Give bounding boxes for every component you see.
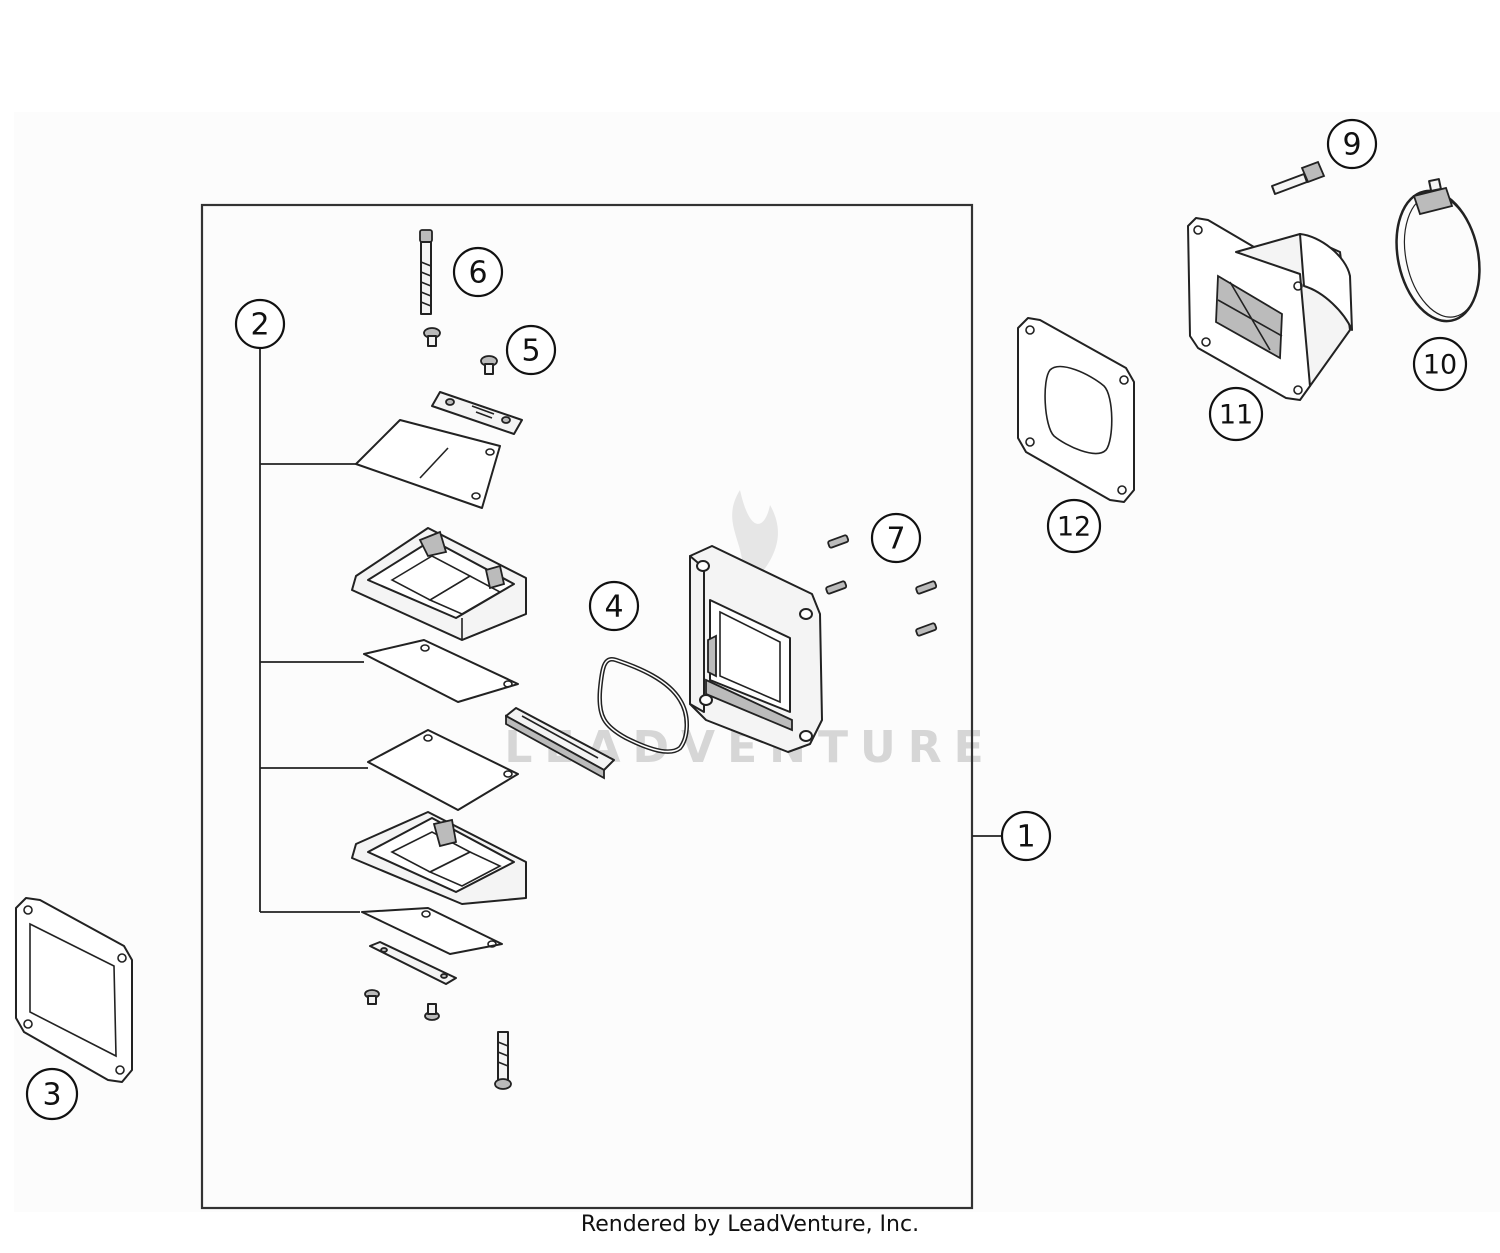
gasket-right [1017, 317, 1135, 503]
bolt [1271, 160, 1326, 195]
reed-valve-housing [689, 545, 823, 753]
callout-5[interactable]: 5 [505, 324, 557, 376]
reed-block-top [351, 527, 527, 641]
reed-petal-middle [363, 639, 519, 703]
callout-3[interactable]: 3 [25, 1067, 79, 1121]
callout-10-label: 10 [1423, 350, 1457, 381]
footer-credit: Rendered by LeadVenture, Inc. [580, 1212, 920, 1237]
screw-7c [915, 580, 938, 595]
callout-9-label: 9 [1342, 128, 1361, 163]
callout-1[interactable]: 1 [1000, 810, 1052, 862]
gasket-left [15, 897, 133, 1083]
callout-6-label: 6 [468, 256, 487, 291]
screw-7a [827, 534, 850, 549]
callout-11-label: 11 [1219, 400, 1253, 431]
screw-7b [825, 580, 848, 595]
callout-12-label: 12 [1057, 512, 1091, 543]
reed-petal-top [355, 419, 501, 509]
callout-9[interactable]: 9 [1326, 118, 1378, 170]
seal-ring [597, 657, 689, 754]
reed-petal-bottom [361, 907, 503, 955]
intake-flange [1187, 217, 1353, 401]
callout-10[interactable]: 10 [1412, 336, 1468, 392]
screw-long-top [419, 229, 433, 315]
small-screw-bottom-a [364, 989, 380, 1005]
callout-2[interactable]: 2 [234, 298, 286, 350]
callout-3-label: 3 [42, 1078, 61, 1113]
assembly-frame [200, 203, 974, 1210]
callout-5-label: 5 [521, 334, 540, 369]
callout-12[interactable]: 12 [1046, 498, 1102, 554]
small-screw-5a [423, 327, 441, 347]
small-screw-5b [480, 355, 498, 375]
callout-7[interactable]: 7 [870, 512, 922, 564]
reed-stopper-plate-bottom [369, 941, 457, 985]
leader-2 [259, 346, 368, 913]
screw-7d [915, 622, 938, 637]
reed-block-bottom [351, 811, 527, 905]
callout-7-label: 7 [886, 522, 905, 557]
spacer-bar [505, 707, 615, 780]
callout-4[interactable]: 4 [588, 580, 640, 632]
callout-6[interactable]: 6 [452, 246, 504, 298]
reed-stopper-plate-top [431, 391, 523, 435]
small-screw-bottom-b [424, 1003, 440, 1021]
reed-petal-lower [367, 729, 519, 811]
callout-1-label: 1 [1016, 820, 1035, 855]
callout-2-label: 2 [250, 308, 269, 343]
callout-4-label: 4 [604, 590, 623, 625]
callout-11[interactable]: 11 [1208, 386, 1264, 442]
hose-clamp [1395, 178, 1481, 323]
screw-long-bottom [494, 1031, 512, 1090]
